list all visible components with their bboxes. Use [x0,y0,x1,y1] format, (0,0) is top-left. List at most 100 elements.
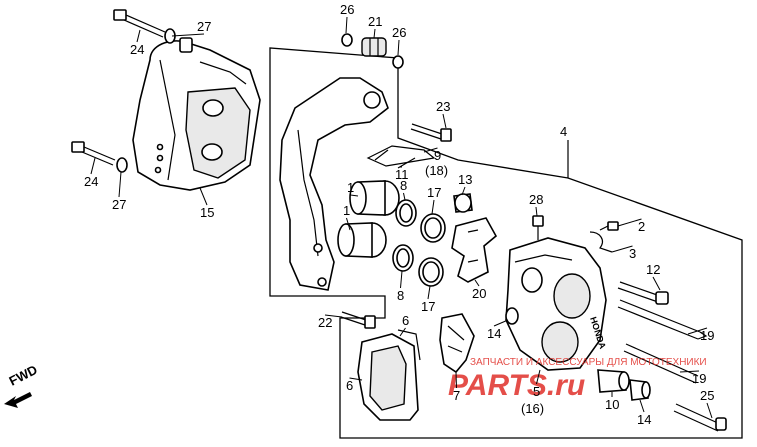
watermark: ЗАПЧАСТИ И АКСЕССУАРЫ ДЛЯ МОТОТЕХНИКИ PA… [448,357,707,402]
part-label-19b: 19 [692,371,706,386]
part-label-4: 4 [560,124,567,139]
pin-boot-21 [361,37,387,57]
bleeder-28 [532,215,544,240]
part-label-25: 25 [700,388,714,403]
part-label-27a: 27 [197,19,211,34]
bolt-22 [340,311,376,329]
part-label-6b: 6 [346,378,353,393]
leader-lines [90,16,713,419]
shim-7 [439,313,475,374]
caliper-body: HONDA [505,237,608,371]
leader-line-9 [423,147,438,153]
leader-line-1a [350,194,359,197]
part-label-24b: 24 [84,174,98,189]
part-label-1b: 1 [343,203,350,218]
pad-spring-9 [366,145,436,167]
part-label-8a: 8 [400,178,407,193]
part-label-21: 21 [368,14,382,29]
leader-line-1b [346,217,351,231]
pin-12 [617,281,669,305]
leader-line-5 [536,369,541,385]
leader-line-8a [403,192,406,201]
part-label-6a: 6 [402,313,409,328]
part-label-18: (18) [425,163,448,178]
pad-retainer-20 [451,217,498,283]
part-label-1a: 1 [347,180,354,195]
leader-line-17a [431,199,435,215]
part-label-28: 28 [529,192,543,207]
screw-2 [599,221,619,231]
piston-seal-8-lower [392,244,414,272]
leader-line-25 [706,402,713,419]
part-label-23: 23 [436,99,450,114]
part-label-26b: 26 [392,25,406,40]
slide-pin-19-lower [623,343,699,384]
leader-line-27a [171,33,205,37]
caliper-assembly-15 [132,37,261,191]
pin-sleeve-10 [597,369,630,393]
leader-line-17b [427,285,431,300]
part-label-14a: 14 [487,326,501,341]
bolt-23 [410,123,452,142]
leader-line-13 [461,186,466,196]
leader-line-3 [611,245,633,253]
part-label-15: 15 [200,205,214,220]
leader-line-15 [199,187,208,206]
leader-line-6b [349,377,363,381]
seal-26-right [392,55,404,69]
clip-3 [589,231,613,253]
part-label-11: 11 [395,167,409,182]
watermark-tagline: ЗАПЧАСТИ И АКСЕССУАРЫ ДЛЯ МОТОТЕХНИКИ [470,357,707,368]
leader-line-27b [118,171,122,198]
piston-1-lower [337,222,387,258]
part-label-27b: 27 [112,197,126,212]
leader-line-19b [679,370,700,373]
fwd-arrow-icon [4,392,32,408]
leader-line-22 [324,314,343,318]
bolt-24-upper [113,9,166,38]
plug-14-lower [629,379,651,401]
leader-line-20 [474,279,480,287]
piston-1-upper [349,180,400,216]
leader-line-28 [535,206,538,217]
caliper-bracket [279,77,389,291]
part-label-17b: 17 [421,299,435,314]
bolt-24-lower [71,141,116,166]
leader-line-2 [617,218,642,227]
leader-line-8b [400,270,403,289]
leader-line-21 [373,28,376,39]
leader-line-23 [442,113,447,129]
plug-14-upper [505,307,519,325]
bolt-25 [673,403,727,432]
part-label-10: 10 [605,397,619,412]
part-label-12: 12 [646,262,660,277]
part-label-20: 20 [472,286,486,301]
part-label-13: 13 [458,172,472,187]
part-label-3: 3 [629,246,636,261]
fwd-label: FWD [7,362,40,389]
part-label-26a: 26 [340,2,354,17]
leader-line-12 [652,276,661,291]
washer-27-lower [116,157,128,173]
dust-seal-17-upper [420,213,446,243]
part-label-7: 7 [453,388,460,403]
leader-line-14b [639,399,645,413]
boot-13 [453,193,473,213]
piston-seal-8-upper [395,199,417,227]
part-label-8b: 8 [397,288,404,303]
leader-line-19a [687,327,708,335]
leader-line-6a [399,327,406,337]
part-label-19a: 19 [700,328,714,343]
part-label-5: 5 [533,384,540,399]
pad-spring-11 [374,149,416,169]
leader-line-24a [136,29,141,43]
part-label-16: (16) [521,401,544,416]
leader-line-7 [455,371,457,389]
leader-line-26b [397,39,400,56]
leader-line-24b [90,157,96,175]
slide-pin-19-upper [617,299,708,340]
dust-seal-17-lower [418,257,444,287]
leader-line-14a [493,319,509,327]
